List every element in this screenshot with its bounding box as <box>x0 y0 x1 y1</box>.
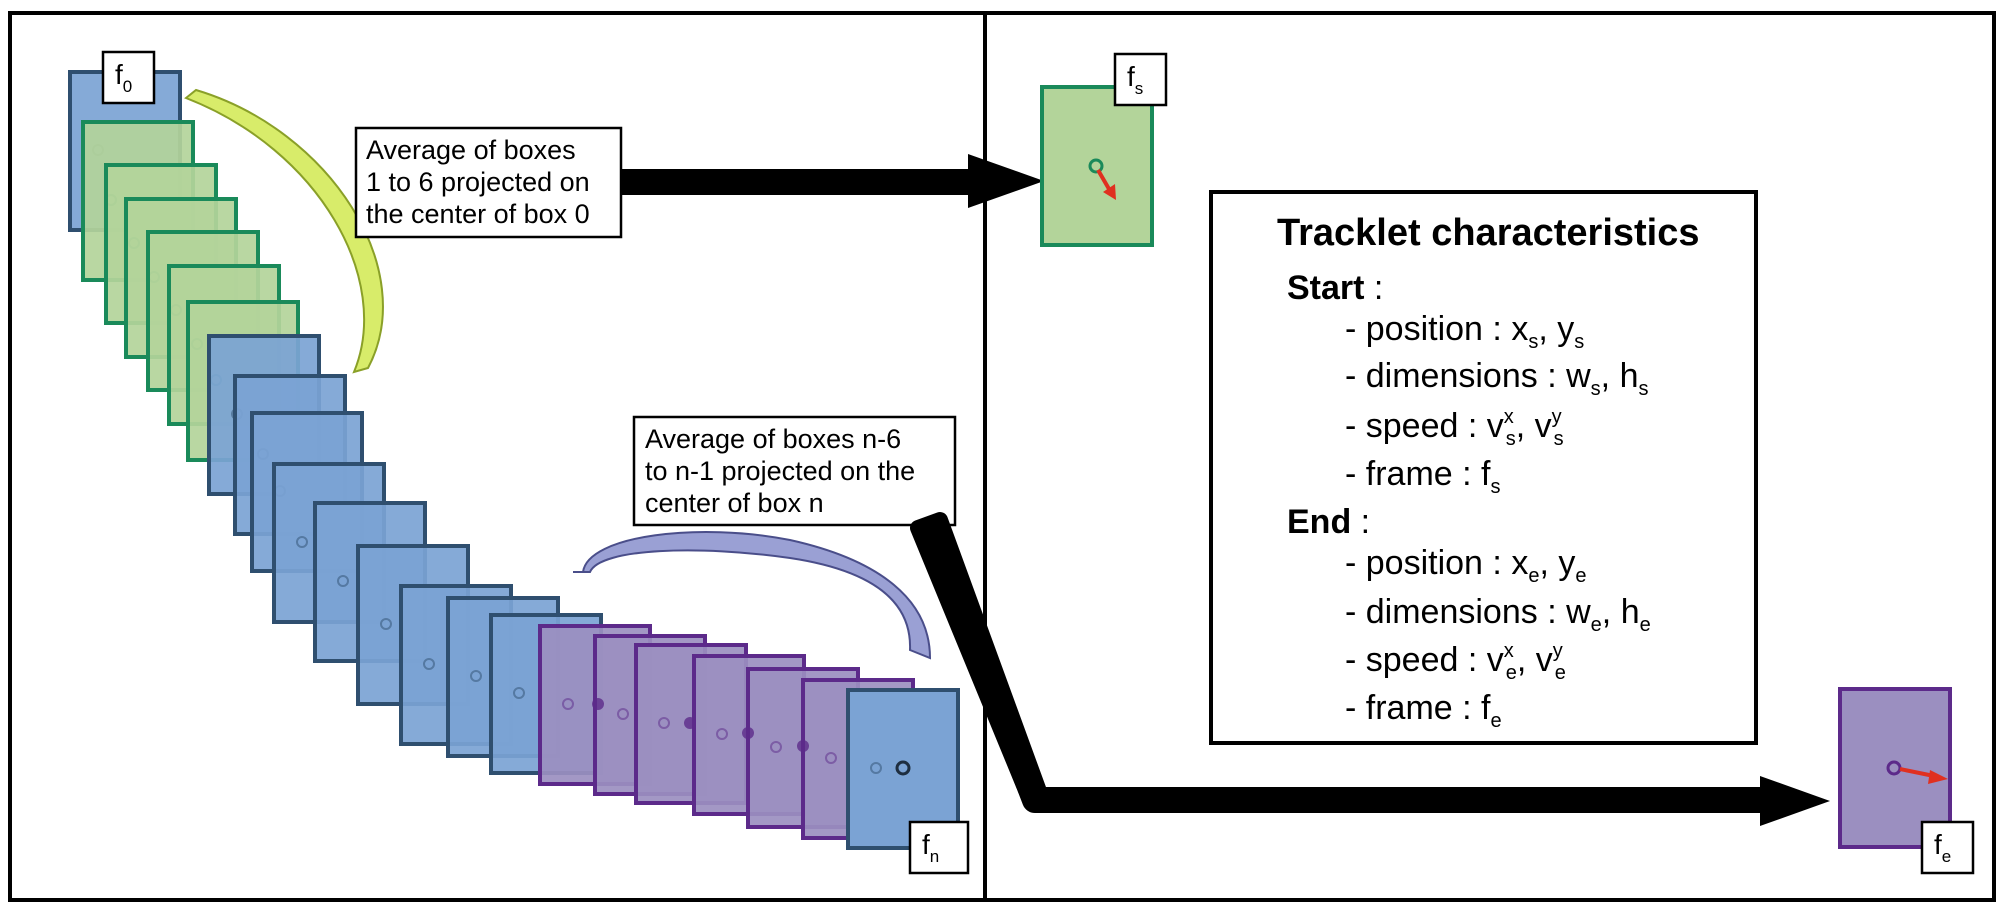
start-center <box>1088 158 1104 174</box>
purple-frame-center <box>742 727 754 739</box>
frame-center <box>513 687 525 699</box>
start-header: Start : <box>1287 269 1383 307</box>
svg-text:the center of box 0: the center of box 0 <box>366 199 590 229</box>
end-arc <box>573 530 932 660</box>
svg-text:fe: fe <box>1934 829 1951 866</box>
end-box <box>1838 687 1952 849</box>
right-panel <box>983 11 1996 902</box>
start-note: Average of boxes 1 to 6 projected on the… <box>354 126 623 239</box>
start-velocity-arrow <box>1096 168 1111 191</box>
end-center <box>1886 760 1902 776</box>
purple-frame-center <box>684 717 696 729</box>
svg-text:fs: fs <box>1127 61 1143 98</box>
frame-center <box>562 698 574 710</box>
svg-text:Average of boxes n-6: Average of boxes n-6 <box>645 424 901 454</box>
end-dimensions: - dimensions : we, he <box>1345 593 1651 636</box>
start-arc <box>184 88 384 374</box>
start-box <box>1040 85 1154 247</box>
fe-label: fe <box>1920 820 1975 875</box>
start-dimensions: - dimensions : ws, hs <box>1345 357 1648 400</box>
f0-label: f0 <box>101 50 156 105</box>
frame-center <box>658 717 670 729</box>
frame-center <box>870 762 882 774</box>
end-velocity-arrow <box>1899 767 1935 778</box>
end-header: End : <box>1287 503 1370 541</box>
frame-center <box>423 658 435 670</box>
svg-text:1 to 6 projected on: 1 to 6 projected on <box>366 167 590 197</box>
characteristics-box: Tracklet characteristics Start : - posit… <box>1209 190 1758 745</box>
start-position: - position : xs, ys <box>1345 310 1584 353</box>
frame-center <box>337 575 349 587</box>
characteristics-title: Tracklet characteristics <box>1277 212 1700 254</box>
frame-stack <box>68 70 960 850</box>
frame-center <box>716 728 728 740</box>
start-arrow <box>621 154 1044 208</box>
frame-center <box>470 670 482 682</box>
frame-center <box>380 618 392 630</box>
svg-text:f0: f0 <box>115 59 132 96</box>
frame-center <box>825 752 837 764</box>
end-frame: - frame : fe <box>1345 689 1502 732</box>
svg-text:fn: fn <box>922 829 939 866</box>
fs-label: fs <box>1113 52 1168 107</box>
end-position: - position : xe, ye <box>1345 544 1586 587</box>
purple-frame-center <box>592 698 604 710</box>
purple-frame-center <box>797 740 809 752</box>
end-arrow <box>910 512 1830 826</box>
frame-center <box>770 741 782 753</box>
svg-text:Average of boxes: Average of boxes <box>366 135 576 165</box>
frame-center <box>617 708 629 720</box>
svg-text:to n-1 projected on the: to n-1 projected on the <box>645 456 915 486</box>
svg-text:center of box n: center of box n <box>645 488 824 518</box>
start-frame: - frame : fs <box>1345 455 1500 498</box>
end-note: Average of boxes n-6 to n-1 projected on… <box>632 415 957 527</box>
frame-center <box>296 536 308 548</box>
final-frame-center <box>895 760 911 776</box>
fn-label: fn <box>908 820 970 875</box>
